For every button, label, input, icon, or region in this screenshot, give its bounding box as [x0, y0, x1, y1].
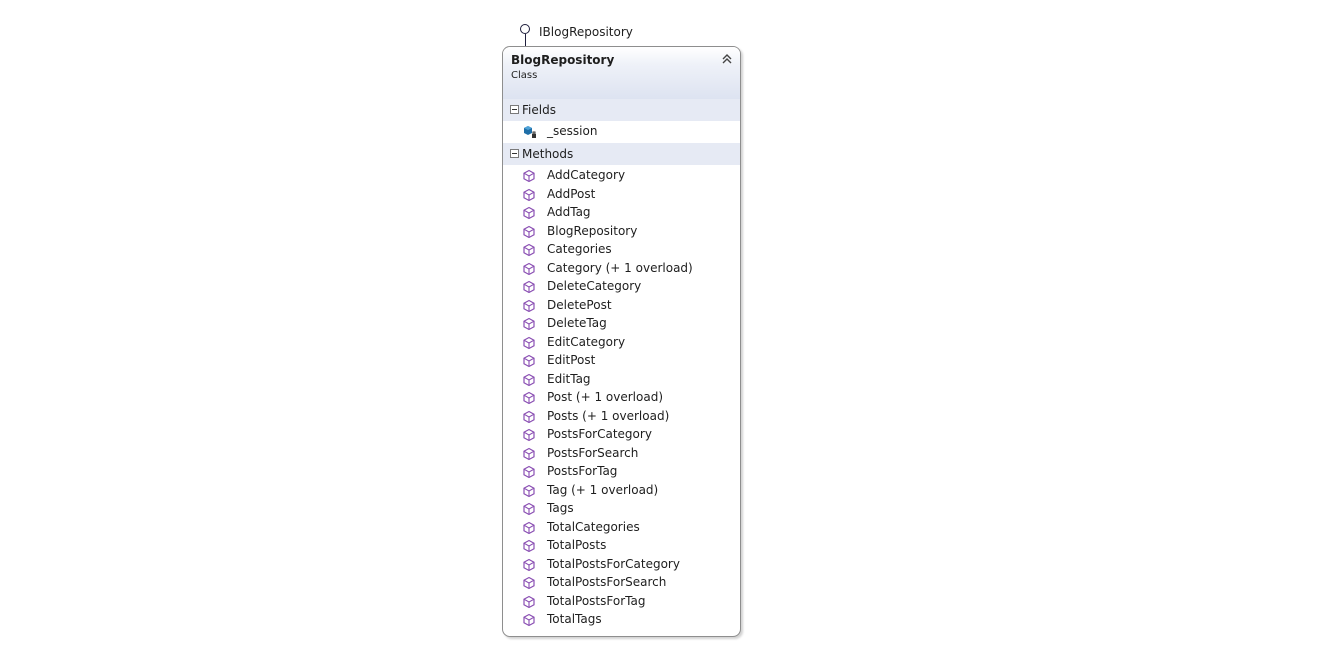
method-cube-icon: [522, 187, 536, 201]
method-label: AddPost: [547, 186, 596, 201]
method-label: EditCategory: [547, 334, 626, 349]
method-item[interactable]: BlogRepository: [503, 222, 740, 241]
method-label: AddCategory: [547, 168, 626, 182]
method-item[interactable]: DeletePost: [503, 296, 740, 315]
method-cube-icon: [522, 279, 536, 294]
method-cube-icon: [522, 538, 536, 553]
method-item[interactable]: PostsForCategory: [503, 425, 740, 444]
method-item[interactable]: TotalPostsForSearch: [503, 573, 740, 592]
method-item[interactable]: TotalCategories: [503, 518, 740, 537]
method-cube-icon: [522, 446, 536, 460]
method-cube-icon: [522, 483, 536, 497]
field-label: _session: [547, 124, 598, 138]
interface-connector-line: [525, 34, 527, 47]
methods-section-header[interactable]: Methods: [503, 143, 740, 165]
method-label: PostsForCategory: [547, 427, 652, 441]
method-cube-icon: [522, 168, 536, 183]
method-label: TotalTags: [547, 612, 602, 626]
fields-list: _session: [503, 121, 740, 143]
method-item[interactable]: Posts (+ 1 overload): [503, 407, 740, 426]
method-cube-icon: [522, 594, 536, 608]
method-label: BlogRepository: [547, 223, 638, 238]
method-label: TotalCategories: [547, 519, 640, 534]
method-item[interactable]: TotalPostsForTag: [503, 592, 740, 611]
method-label: AddTag: [547, 205, 591, 219]
fields-collapse-toggle[interactable]: [510, 105, 519, 114]
method-item[interactable]: PostsForTag: [503, 462, 740, 481]
method-cube-icon: [522, 557, 536, 571]
class-header[interactable]: BlogRepository Class: [503, 47, 740, 99]
method-cube-icon: [522, 390, 536, 405]
method-label: DeleteTag: [547, 316, 607, 330]
method-cube-icon: [522, 520, 536, 534]
method-item[interactable]: AddCategory: [503, 166, 740, 185]
private-field-icon: [522, 124, 536, 138]
method-item[interactable]: AddPost: [503, 185, 740, 204]
method-item[interactable]: Tags: [503, 499, 740, 518]
method-label: Tag (+ 1 overload): [547, 482, 659, 497]
method-cube-icon: [522, 501, 536, 516]
method-cube-icon: [522, 612, 536, 627]
method-cube-icon: [522, 224, 536, 238]
method-item[interactable]: EditCategory: [503, 333, 740, 352]
method-item[interactable]: Categories: [503, 240, 740, 259]
method-cube-icon: [522, 335, 536, 349]
method-label: DeletePost: [547, 297, 612, 312]
class-name[interactable]: BlogRepository: [511, 53, 615, 67]
method-label: TotalPostsForTag: [547, 593, 646, 608]
method-label: Tags: [547, 501, 574, 515]
method-label: Posts (+ 1 overload): [547, 408, 670, 423]
method-cube-icon: [522, 316, 536, 331]
method-item[interactable]: TotalTags: [503, 610, 740, 629]
fields-section-header[interactable]: Fields: [503, 99, 740, 121]
method-label: EditTag: [547, 371, 591, 386]
fields-section-label: Fields: [522, 103, 556, 117]
method-cube-icon: [522, 464, 536, 479]
method-cube-icon: [522, 372, 536, 386]
method-label: Categories: [547, 242, 612, 256]
method-item[interactable]: TotalPosts: [503, 536, 740, 555]
method-cube-icon: [522, 409, 536, 423]
interface-name-label[interactable]: IBlogRepository: [539, 25, 633, 39]
method-label: Post (+ 1 overload): [547, 390, 664, 404]
methods-collapse-toggle[interactable]: [510, 149, 519, 158]
class-stereotype: Class: [511, 70, 538, 81]
interface-lollipop-icon: [520, 24, 530, 34]
method-cube-icon: [522, 353, 536, 368]
method-label: PostsForSearch: [547, 445, 639, 460]
method-label: TotalPostsForSearch: [547, 575, 667, 589]
method-item[interactable]: PostsForSearch: [503, 444, 740, 463]
method-item[interactable]: AddTag: [503, 203, 740, 222]
method-cube-icon: [522, 298, 536, 312]
method-label: DeleteCategory: [547, 279, 642, 293]
method-cube-icon: [522, 242, 536, 257]
method-item[interactable]: DeleteTag: [503, 314, 740, 333]
method-cube-icon: [522, 205, 536, 220]
method-cube-icon: [522, 575, 536, 590]
method-cube-icon: [522, 427, 536, 442]
method-label: PostsForTag: [547, 464, 618, 478]
method-item[interactable]: Post (+ 1 overload): [503, 388, 740, 407]
method-label: TotalPosts: [547, 538, 607, 552]
method-label: EditPost: [547, 353, 596, 367]
method-label: Category (+ 1 overload): [547, 260, 693, 275]
method-item[interactable]: TotalPostsForCategory: [503, 555, 740, 574]
class-shape[interactable]: BlogRepository Class Fields: [502, 46, 741, 637]
method-cube-icon: [522, 261, 536, 275]
method-item[interactable]: Category (+ 1 overload): [503, 259, 740, 278]
method-item[interactable]: EditTag: [503, 370, 740, 389]
method-label: TotalPostsForCategory: [547, 556, 680, 571]
method-item[interactable]: Tag (+ 1 overload): [503, 481, 740, 500]
method-item[interactable]: DeleteCategory: [503, 277, 740, 296]
double-chevron-up-icon[interactable]: [720, 51, 734, 65]
methods-section-label: Methods: [522, 147, 574, 161]
field-item[interactable]: _session: [503, 122, 740, 141]
method-item[interactable]: EditPost: [503, 351, 740, 370]
